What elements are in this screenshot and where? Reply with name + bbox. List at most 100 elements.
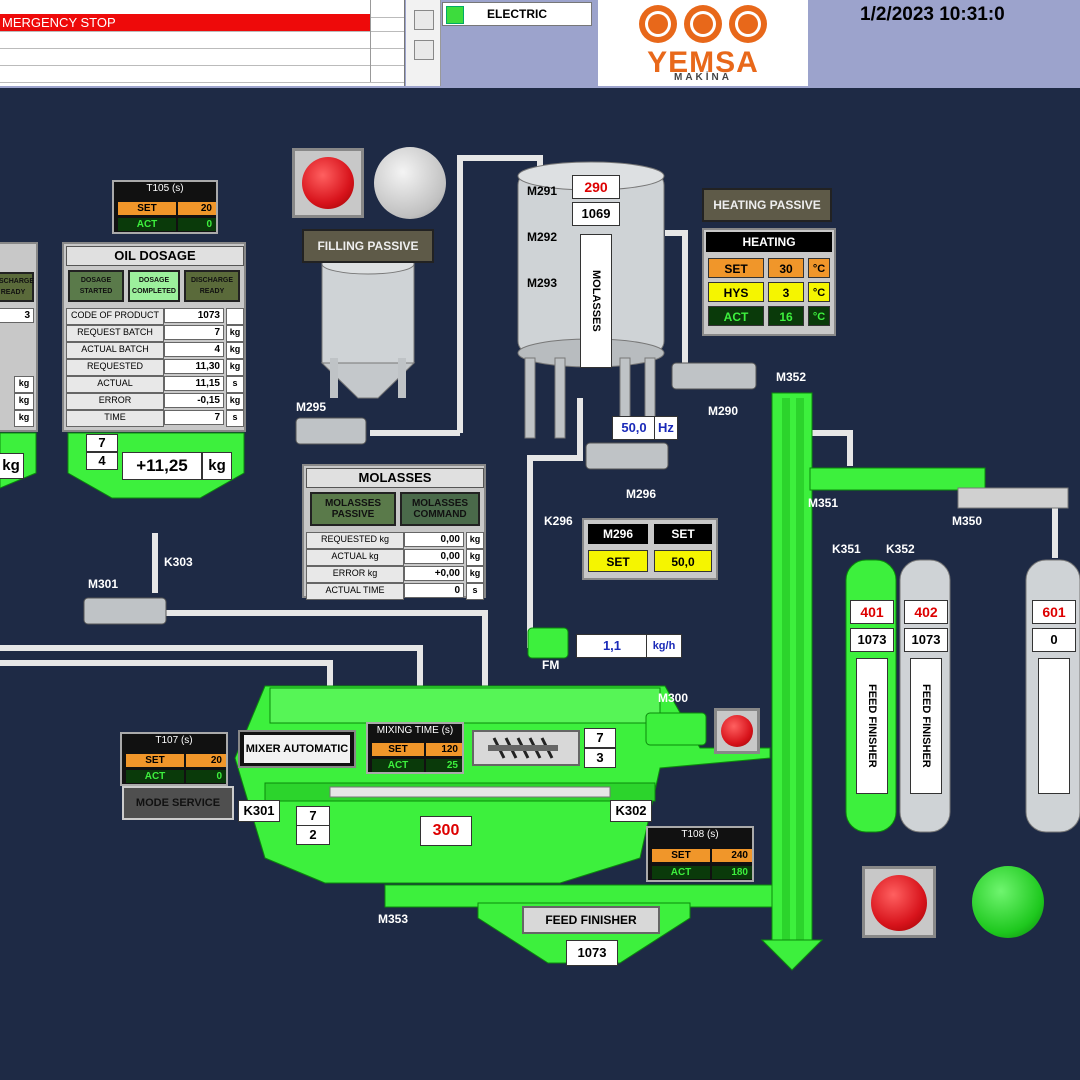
red-button-icon [721,715,753,747]
mixing-set-value[interactable]: 120 [426,743,462,756]
heating-passive-button[interactable]: HEATING PASSIVE [702,188,832,222]
molasses-row-unit: kg [466,549,484,566]
oil-row-label: ACTUAL [66,376,164,393]
heating-row-value[interactable]: 3 [768,282,804,302]
m296-frequency-unit: Hz [654,416,678,440]
motor-m290-label: M290 [708,404,739,418]
alarm-row[interactable] [0,31,404,49]
motor-m295-label: M295 [296,400,327,414]
flowmeter-value: 1,1 [576,634,648,658]
tank-401-id[interactable]: 401 [850,600,894,624]
system-stop-button[interactable] [862,866,936,938]
electric-status[interactable]: ELECTRIC [442,2,592,26]
left-code-value: 3 [0,308,34,323]
molasses-passive-button[interactable]: MOLASSES PASSIVE [310,492,396,526]
molasses-row-value: 0 [404,583,464,598]
oil-row-value: 7 [164,410,224,425]
mixer-count-a: 7 [584,728,616,748]
oil-row-label: ACTUAL BATCH [66,342,164,359]
heating-row-value: 16 [768,306,804,326]
molasses-row-label: REQUESTED kg [306,532,404,549]
yemsa-logo: YEMSA MAKİNA [598,0,808,86]
molasses-row-unit: s [466,583,484,600]
mode-service-button[interactable]: MODE SERVICE [122,786,234,820]
oil-row-value: 7 [164,325,224,340]
molasses-row-unit: kg [466,532,484,549]
heating-row-unit: °C [808,258,830,278]
molasses-row-label: ACTUAL TIME [306,583,404,600]
oil-row-unit: kg [226,393,244,410]
oil-row-value: 11,30 [164,359,224,374]
discharge-ready-button[interactable]: DISCHARGE READY [184,270,240,302]
mixer-stop-button[interactable] [714,708,760,754]
tank-402-id[interactable]: 402 [904,600,948,624]
oil-row-unit: kg [226,342,244,359]
t108-act-value: 180 [712,866,752,879]
acknowledge-icon[interactable] [414,10,434,30]
oil-row-label: REQUESTED [66,359,164,376]
alarm-emergency-stop[interactable]: MERGENCY STOP [0,14,370,31]
molasses-command-button[interactable]: MOLASSES COMMAND [400,492,480,526]
tank-601-value: 0 [1032,628,1076,652]
alarm-row[interactable] [0,48,404,66]
motor-m293-label: M293 [527,276,558,290]
heating-row-value[interactable]: 30 [768,258,804,278]
motor-m300-label: M300 [658,691,689,705]
tank-401-label: FEED FINISHER [856,658,888,794]
start-lamp-icon[interactable] [374,147,446,219]
oil-row-unit: kg [226,325,244,342]
mixer-automatic-button[interactable]: MIXER AUTOMATIC [244,735,350,763]
valve-k303-label: K303 [164,555,193,569]
mixing-time-panel: MIXING TIME (s) SET 120 ACT 25 [366,722,464,774]
oil-row-value: 1073 [164,308,224,323]
feed-finisher-value: 1073 [566,940,618,966]
t105-set-value[interactable]: 20 [178,202,216,215]
molasses-panel: MOLASSES MOLASSES PASSIVE MOLASSES COMMA… [302,464,486,600]
checklist-icon[interactable] [414,40,434,60]
alarm-row[interactable] [0,65,404,83]
filling-passive-button[interactable]: FILLING PASSIVE [302,229,434,263]
mixer-id[interactable]: 300 [420,816,472,846]
molasses-tank-label: MOLASSES [580,234,612,368]
tank-402-label: FEED FINISHER [910,658,942,794]
motor-m351-label: M351 [808,496,839,510]
tank-401-value: 1073 [850,628,894,652]
alarm-row[interactable] [0,14,404,32]
heating-title: HEATING [706,232,832,252]
m296-set-value[interactable]: 50,0 [654,550,712,572]
left-weight-unit: kg [0,453,24,479]
red-button-icon [871,875,927,931]
molasses-row-value: +0,00 [404,566,464,581]
m296-header: M296 [588,524,648,544]
m296-set-header: SET [654,524,712,544]
alarm-table[interactable] [0,0,405,86]
oil-row-unit: s [226,410,244,427]
oil-row-unit [226,308,244,325]
heating-row-unit: °C [808,306,830,326]
molasses-row-unit: kg [466,566,484,583]
t108-set-value[interactable]: 240 [712,849,752,862]
left-discharge-button[interactable]: DISCHARGE READY [0,272,34,302]
mixing-act-value: 25 [426,759,462,772]
valve-k301-label[interactable]: K301 [238,800,280,822]
feed-finisher-label: FEED FINISHER [522,906,660,934]
t107-set-value[interactable]: 20 [186,754,226,767]
mixer-count-d: 2 [296,825,330,845]
mixer-screw-icon [472,730,580,766]
t105-act-value: 0 [178,218,216,231]
system-running-lamp-icon[interactable] [972,866,1044,938]
valve-k302-label[interactable]: K302 [610,800,652,822]
dosage-started-button[interactable]: DOSAGE STARTED [68,270,124,302]
oil-row-label: TIME [66,410,164,427]
tank-601-label [1038,658,1070,794]
valve-k296-label: K296 [544,514,573,528]
motor-m350-label: M350 [952,514,983,528]
stop-push-button[interactable] [292,148,364,218]
dosage-completed-button[interactable]: DOSAGE COMPLETED [128,270,180,302]
oil-row-value: 4 [164,342,224,357]
tank-601-id[interactable]: 601 [1032,600,1076,624]
molasses-tank-value: 1069 [572,202,620,226]
motor-m292-label: M292 [527,230,558,244]
molasses-tank-id[interactable]: 290 [572,175,620,199]
